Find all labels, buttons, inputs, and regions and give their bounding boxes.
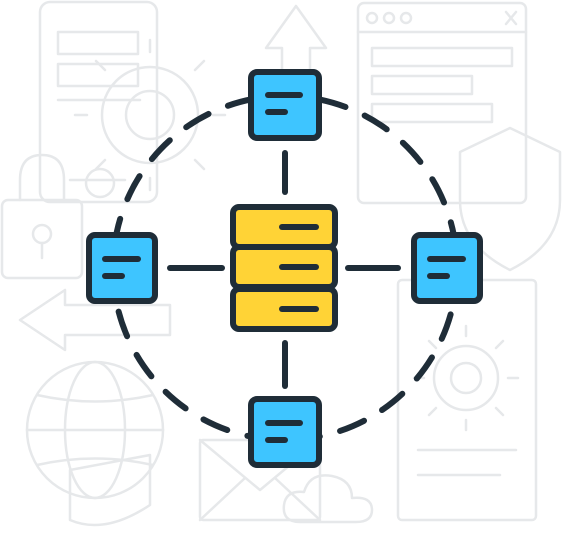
cloud-icon [282, 474, 374, 524]
connectors [167, 150, 401, 389]
background-icons [0, 0, 562, 527]
node-top [248, 69, 322, 141]
mobile-phone-icon [38, 0, 159, 204]
shield-icon [458, 126, 562, 272]
gear-icon [73, 38, 227, 199]
globe-icon [25, 360, 165, 527]
node-bottom [248, 396, 322, 468]
padlock-icon [0, 153, 84, 280]
node-left [86, 232, 158, 304]
server-stack [230, 204, 338, 332]
document-icon [396, 278, 538, 522]
back-arrow-icon [18, 288, 172, 352]
envelope-icon [198, 438, 322, 522]
network-foreground [86, 69, 483, 468]
node-right [411, 232, 483, 304]
browser-window-icon [356, 1, 528, 205]
gear-icon-small [412, 324, 520, 432]
